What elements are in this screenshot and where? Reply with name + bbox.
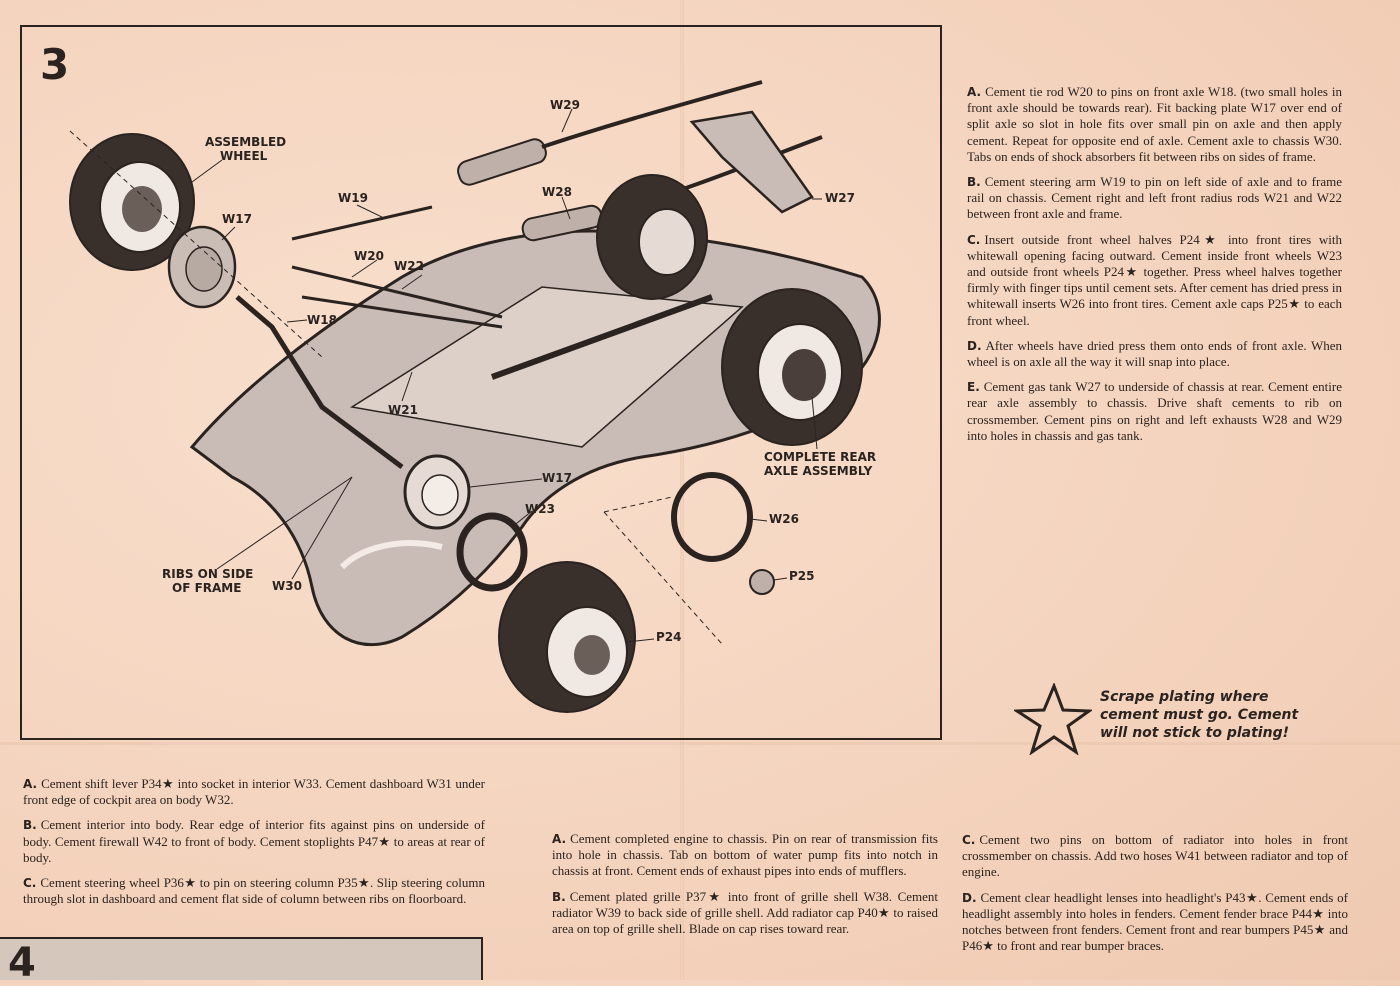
star-icon <box>1014 683 1092 755</box>
label-w29: W29 <box>550 98 580 112</box>
label-assembled-wheel-line2: WHEEL <box>220 149 268 163</box>
step5-middle-instructions: A.Cement completed engine to chassis. Pi… <box>552 831 938 946</box>
whitewall-insert-w26 <box>671 472 753 562</box>
step-number-3: 3 <box>40 40 69 89</box>
chassis-stripe <box>339 540 443 570</box>
label-p25: P25 <box>789 569 815 583</box>
label-w22: W22 <box>394 259 424 273</box>
label-w18: W18 <box>307 313 337 327</box>
step3-instruction-b: B.Cement steering arm W19 to pin on left… <box>967 174 1342 222</box>
label-w17-bottom: W17 <box>542 471 572 485</box>
step3-instruction-e: E.Cement gas tank W27 to underside of ch… <box>967 379 1342 443</box>
label-rear-axle-line1: COMPLETE REAR <box>764 450 876 464</box>
label-w20: W20 <box>354 249 384 263</box>
label-ribs-line1: RIBS ON SIDE <box>162 567 253 581</box>
step-number-4: 4 <box>8 940 36 986</box>
front-axle <box>235 295 404 469</box>
label-rear-axle-line2: AXLE ASSEMBLY <box>764 464 873 478</box>
step3-instruction-a: A.Cement tie rod W20 to pins on front ax… <box>967 84 1342 164</box>
step3-instruction-c: C.Insert outside front wheel halves P24★… <box>967 231 1342 328</box>
step3-instruction-d: D.After wheels have dried press them ont… <box>967 337 1342 370</box>
plating-notice: Scrape plating where cement must go. Cem… <box>1100 689 1299 741</box>
chassis-exploded-diagram: ASSEMBLED WHEEL W17 W19 W20 W22 W18 W21 … <box>69 80 881 713</box>
label-w17-top: W17 <box>222 212 252 226</box>
paper-fold-horizontal <box>0 742 1400 745</box>
label-w19: W19 <box>338 191 368 205</box>
label-w23: W23 <box>525 502 555 516</box>
label-w28: W28 <box>542 185 572 199</box>
label-w27: W27 <box>825 191 855 205</box>
step5-instruction-b: B.Cement plated grille P37★ into front o… <box>552 888 938 937</box>
step4-diagram-frame <box>0 937 483 980</box>
label-p24: P24 <box>656 630 682 644</box>
step5-right-instructions: C.Cement two pins on bottom of radiator … <box>962 832 1348 963</box>
step5-instruction-c: C.Cement two pins on bottom of radiator … <box>962 832 1348 880</box>
label-w26: W26 <box>769 512 799 526</box>
label-w21: W21 <box>388 403 418 417</box>
label-w30: W30 <box>272 579 302 593</box>
gas-tank-w27 <box>689 110 814 214</box>
label-ribs-line2: OF FRAME <box>172 581 241 595</box>
exhaust-w29-muffler <box>457 138 547 186</box>
step4-instruction-a: A.Cement shift lever P34★ into socket in… <box>23 776 485 808</box>
drive-shaft <box>490 294 714 380</box>
step4-instruction-b: B.Cement interior into body. Rear edge o… <box>23 817 485 865</box>
step5-instruction-d: D.Cement clear headlight lenses into hea… <box>962 889 1348 954</box>
step4-instructions: A.Cement shift lever P34★ into socket in… <box>23 776 485 916</box>
step3-instructions: A.Cement tie rod W20 to pins on front ax… <box>967 84 1342 453</box>
inner-wheel-w23 <box>456 512 528 592</box>
step4-instruction-c: C.Cement steering wheel P36★ to pin on s… <box>23 875 485 907</box>
axle-cap-p25 <box>749 569 775 595</box>
label-assembled-wheel-line1: ASSEMBLED <box>205 135 286 149</box>
step5-instruction-a: A.Cement completed engine to chassis. Pi… <box>552 831 938 879</box>
step3-diagram-frame <box>20 25 942 740</box>
